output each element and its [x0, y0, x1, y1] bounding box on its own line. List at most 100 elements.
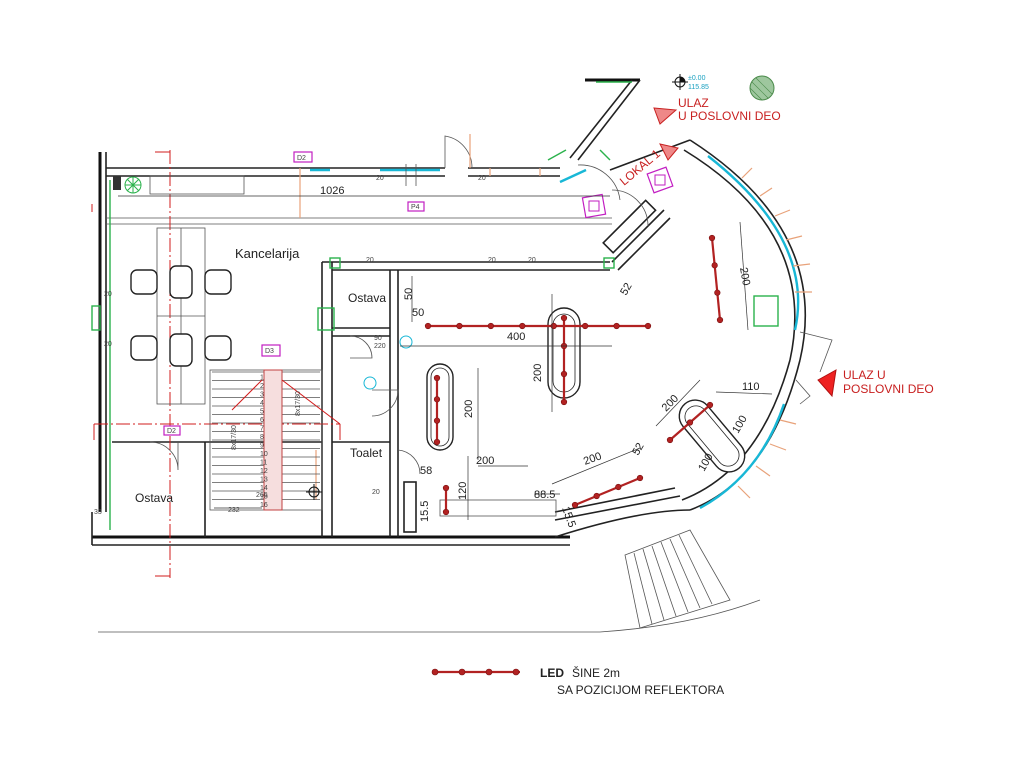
dim-20-g: 20 [478, 175, 486, 182]
room-label-toalet: Toalet [350, 446, 383, 460]
dim-90: 90 [374, 335, 382, 342]
room-label-kancelarija: Kancelarija [235, 246, 300, 261]
dim-200-diag2: 200 [582, 450, 603, 468]
dim-232: 232 [228, 507, 240, 514]
led-reflector [433, 417, 441, 424]
entrance-right-line2: POSLOVNI DEO [843, 382, 934, 396]
led-reflector [636, 474, 644, 482]
dim-200-vert-left: 200 [463, 400, 475, 418]
elevation-level: ±0.00 [688, 75, 706, 82]
doors [149, 135, 649, 475]
legend: LED ŠINE 2m SA POZICIJOM REFLEKTORA [431, 665, 724, 697]
led-reflector [433, 374, 441, 382]
tag-d2-left: D2 [167, 428, 176, 435]
dim-50-b: 50 [412, 307, 424, 319]
led-reflector [424, 322, 432, 330]
led-reflector [593, 492, 600, 500]
led-reflector [560, 398, 568, 406]
led-reflector [686, 419, 694, 426]
plant-icon [124, 176, 142, 194]
entrance-top-line1: ULAZ [678, 96, 709, 110]
led-reflector [487, 322, 494, 330]
dim-52-b: 52 [630, 441, 647, 458]
led-reflector [711, 262, 718, 269]
dim-1026: 1026 [320, 185, 344, 197]
office-furniture [113, 175, 245, 405]
dim-200-vert-mid: 200 [532, 364, 544, 382]
dim-20-c: 20 [366, 257, 374, 264]
dim-20-b: 20 [104, 341, 112, 348]
stair-step-number: 16 [260, 502, 268, 509]
tag-d3: D3 [265, 348, 274, 355]
dim-15-5-a: 15.5 [419, 501, 431, 522]
elevation-height: 115.85 [688, 84, 709, 91]
dim-265: 265 [256, 492, 268, 499]
dim-200-diag1: 200 [660, 393, 681, 414]
dimension-lines [118, 195, 773, 520]
led-reflector [666, 436, 674, 444]
outer-walls [91, 152, 761, 633]
stair-step-number: 15 [260, 494, 268, 501]
stair-step-number: 6 [260, 417, 264, 424]
dim-400: 400 [507, 331, 525, 343]
green-fixtures [91, 81, 779, 530]
tags: D2 P4 D3 D2 [163, 151, 674, 436]
stair-step-number: 3 [260, 392, 264, 399]
tag-p4: P4 [411, 204, 420, 211]
dim-20-a: 20 [104, 291, 112, 298]
stair-step-number: 5 [260, 409, 264, 416]
stair-step-number: 2 [260, 383, 264, 390]
led-reflector [706, 401, 714, 409]
stair-step-number: 10 [260, 451, 268, 458]
dim-100-a: 100 [730, 414, 750, 436]
top-windows [310, 164, 587, 186]
entrance-top-line2: U POSLOVNI DEO [678, 109, 781, 123]
stair-step-number: 14 [260, 485, 268, 492]
led-reflector [560, 314, 568, 322]
stair-step-number: 4 [260, 400, 264, 407]
led-reflector [433, 438, 441, 446]
stair-step-number: 1 [260, 375, 264, 382]
led-reflector [560, 370, 568, 378]
led-reflector [615, 483, 622, 491]
led-reflector [716, 316, 724, 324]
dim-88-5: 88.5 [534, 489, 555, 501]
dim-220: 220 [374, 343, 386, 350]
led-reflector [613, 322, 620, 330]
legend-title-bold: LED [540, 666, 564, 680]
hatched-circle-icon [749, 75, 775, 101]
led-reflector [519, 322, 526, 330]
dim-120: 120 [457, 482, 469, 500]
stair-step-number: 13 [260, 477, 268, 484]
stair-step-number: 11 [260, 460, 267, 467]
north-marker-icon [306, 484, 322, 500]
dim-50-a: 50 [403, 288, 415, 300]
led-reflector [644, 322, 652, 330]
dim-52-a: 52 [618, 281, 635, 298]
dim-20-d: 20 [488, 257, 496, 264]
dim-110: 110 [742, 381, 760, 393]
dim-20-h: 20 [372, 489, 380, 496]
tag-d2-top: D2 [297, 155, 306, 162]
led-tracks [424, 234, 724, 516]
dim-58: 58 [420, 465, 432, 477]
led-reflector [442, 484, 450, 492]
room-label-ostava-top: Ostava [348, 291, 386, 305]
led-reflector [442, 508, 450, 516]
led-reflector [708, 234, 716, 242]
led-reflector [456, 322, 463, 330]
curved-facade [554, 78, 833, 629]
legend-subtitle: SA POZICIJOM REFLEKTORA [557, 683, 724, 697]
stair-step-number: 12 [260, 468, 268, 475]
legend-title-rest: ŠINE 2m [572, 665, 620, 680]
section-lines [91, 150, 341, 578]
led-reflector [571, 501, 579, 509]
dim-200-right: 200 [737, 266, 752, 286]
led-reflector [714, 289, 721, 296]
entrance-arrow-top-icon [653, 107, 679, 161]
office-chairs [130, 265, 232, 367]
dim-33: 33 [94, 509, 102, 516]
